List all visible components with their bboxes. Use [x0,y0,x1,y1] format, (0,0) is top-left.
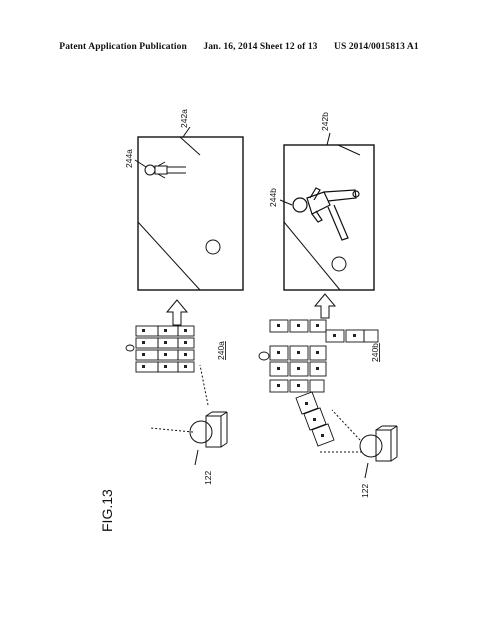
character-figure-a [144,161,186,179]
block-object-b [258,319,379,447]
block-object-a [125,325,195,373]
leader-line-244b [279,199,293,206]
label-122-top: 122 [203,471,213,485]
label-122-bottom: 122 [360,484,370,498]
field-of-view-a2 [149,427,194,433]
label-242a: 242a [179,109,189,128]
display-screen-a [137,136,244,291]
camera-device-a [189,411,228,448]
camera-device-b [359,425,398,462]
publication-label: Patent Application Publication [59,42,187,52]
label-240b: 240b [370,343,380,362]
leader-line-242a [182,126,191,138]
figure-title: FIG.13 [99,489,115,532]
label-242b: 242b [320,112,330,131]
arrow-up-a [165,299,189,326]
date-sheet-label: Jan. 16, 2014 Sheet 12 of 13 [203,42,318,52]
field-of-view-a1 [199,364,209,406]
label-244a: 244a [124,149,134,168]
leader-line-122-bottom [364,462,369,479]
publication-number: US 2014/0015813 A1 [334,42,419,52]
arrow-up-b [313,293,337,319]
leader-line-122-top [194,449,199,466]
field-of-view-b1 [331,409,361,441]
label-240a: 240a [216,341,226,360]
label-244b: 244b [268,188,278,207]
leader-line-244a [134,159,147,168]
character-figure-b [292,187,360,241]
leader-line-242b [326,132,331,146]
display-screen-b [283,144,375,291]
page-header: Patent Application Publication Jan. 16, … [0,42,478,52]
